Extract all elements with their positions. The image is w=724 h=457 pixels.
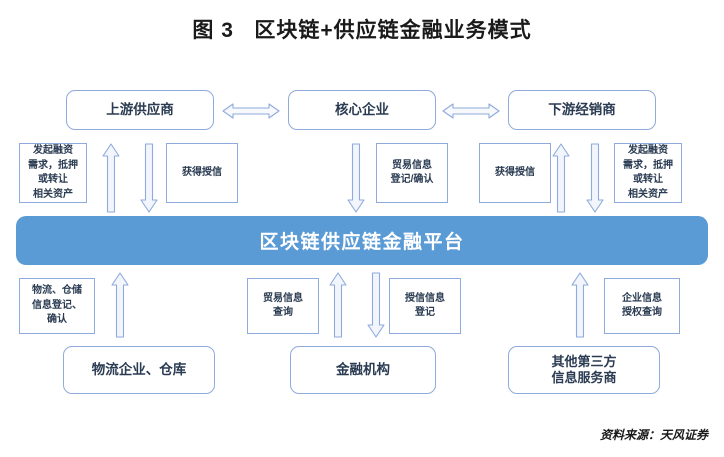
entity-downstream-distributor[interactable]: 下游经销商 (508, 90, 656, 130)
entity-upstream-supplier[interactable]: 上游供应商 (66, 90, 214, 130)
entity-downstream-distributor-label: 下游经销商 (548, 101, 616, 117)
note-distributor-finance-request: 发起融资需求，抵押或转让相关资产 (614, 143, 682, 203)
note-distributor-obtain-credit: 获得授信 (479, 143, 551, 203)
entity-logistics-warehouse-label: 物流企业、仓库 (91, 361, 187, 377)
entity-core-enterprise[interactable]: 核心企业 (288, 90, 436, 130)
note-distributor-obtain-credit-label: 获得授信 (495, 166, 535, 178)
note-supplier-finance-request: 发起融资需求，抵押或转让相关资产 (19, 143, 87, 203)
entity-financial-institution[interactable]: 金融机构 (290, 346, 436, 394)
arrow-supplier-to-platform-up (101, 143, 121, 213)
note-trade-info-register: 贸易信息登记/确认 (376, 143, 448, 203)
note-trade-info-query: 贸易信息查询 (247, 278, 319, 334)
entity-logistics-warehouse[interactable]: 物流企业、仓库 (63, 346, 215, 394)
note-logistics-warehouse-register: 物流、仓储信息登记、确认 (19, 278, 95, 334)
arrow-logistics-to-platform-up (110, 272, 130, 338)
arrow-platform-to-finance-down (366, 272, 386, 338)
arrow-distributor-to-platform-up (551, 143, 571, 213)
note-supplier-obtain-credit: 获得授信 (166, 143, 238, 203)
arrow-core-distributor-bidirectional (441, 102, 501, 120)
arrow-core-to-platform-down (346, 143, 366, 213)
arrow-finance-to-platform-up (328, 272, 348, 338)
note-supplier-obtain-credit-label: 获得授信 (182, 166, 222, 178)
arrow-thirdparty-to-platform-up (570, 272, 590, 338)
entity-core-enterprise-label: 核心企业 (335, 101, 389, 117)
arrow-platform-to-distributor-down (585, 143, 605, 213)
entity-third-party-info-provider[interactable]: 其他第三方信息服务商 (508, 346, 660, 394)
source-note: 资料来源：天风证券 (599, 428, 708, 442)
platform-label: 区块链供应链金融平台 (259, 232, 465, 253)
entity-upstream-supplier-label: 上游供应商 (106, 101, 174, 117)
note-enterprise-info-auth-query: 企业信息授权查询 (604, 278, 680, 334)
arrow-supplier-core-bidirectional (221, 102, 281, 120)
entity-financial-institution-label: 金融机构 (336, 361, 390, 377)
note-credit-info-register: 授信信息登记 (389, 278, 461, 334)
arrow-platform-to-supplier-down (139, 143, 159, 213)
blockchain-supply-chain-platform[interactable]: 区块链供应链金融平台 (16, 216, 708, 265)
figure-title: 图 3 区块链+供应链金融业务模式 (192, 19, 532, 42)
